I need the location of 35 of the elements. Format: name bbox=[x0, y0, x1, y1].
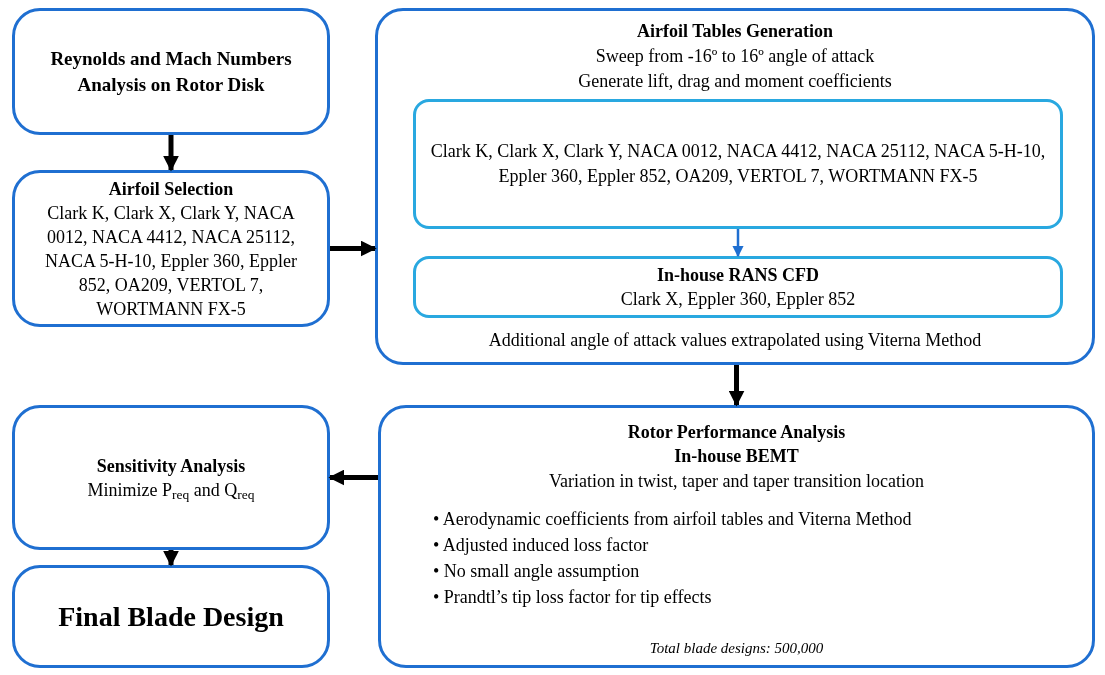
process-box bbox=[12, 8, 330, 135]
box-title: Sensitivity Analysis bbox=[96, 454, 246, 478]
process-box bbox=[12, 565, 330, 668]
bullet-item: • Aerodynamic coefficients from airfoil tables and Viterna Method bbox=[433, 508, 912, 531]
box-title: Airfoil Tables Generation bbox=[637, 20, 833, 43]
box-text: Clark X, Eppler 360, Eppler 852 bbox=[619, 288, 857, 311]
box-title: Rotor Performance Analysis bbox=[627, 421, 846, 444]
box-text: Additional angle of attack values extrapolated using Viterna Method bbox=[487, 329, 983, 352]
box-title: Final Blade Design bbox=[58, 599, 284, 634]
process-box bbox=[378, 405, 1095, 668]
airfoil-list: Clark K, Clark X, Clark Y, NACA 0012, NACA 4412, NACA 25112, NACA 5-H-10, Eppler 360, Eppler 852, OA209, VERTOL 7, WORTMANN FX-5 bbox=[416, 139, 1060, 189]
box-text: Clark K, Clark X, Clark Y, NACA 0012, NACA 4412, NACA 25112, NACA 5-H-10, Eppler 360, Eppler 852, OA209, VERTOL 7, WORTMANN FX-5 bbox=[44, 201, 298, 321]
inner-process-box bbox=[413, 256, 1063, 318]
inner-process-box bbox=[413, 99, 1063, 229]
arrow bbox=[163, 135, 179, 172]
arrow bbox=[328, 469, 378, 486]
bullet-item: • Adjusted induced loss factor bbox=[433, 534, 650, 557]
footnote: Total blade designs: 500,000 bbox=[648, 638, 825, 658]
box-text: Minimize P$_{req}$ and Q$_{req}$ bbox=[86, 478, 256, 502]
bullet-item: • No small angle assumption bbox=[433, 560, 641, 583]
box-title: In-house BEMT bbox=[674, 445, 799, 468]
box-text: Sweep from -16º to 16º angle of attack bbox=[595, 45, 875, 68]
box-title: Airfoil Selection bbox=[108, 177, 234, 201]
box-title: Reynolds and Mach Numbers Analysis on Rotor Disk bbox=[49, 46, 293, 97]
arrow bbox=[728, 365, 745, 407]
arrow bbox=[163, 550, 179, 567]
box-title: In-house RANS CFD bbox=[657, 264, 819, 287]
process-box bbox=[375, 8, 1095, 365]
process-box bbox=[12, 170, 330, 327]
bullet-item: • Prandtl’s tip loss factor for tip effects bbox=[433, 586, 713, 609]
box-text: Variation in twist, taper and taper transition location bbox=[549, 470, 924, 493]
process-box bbox=[12, 405, 330, 550]
arrow bbox=[732, 229, 744, 258]
box-text: Generate lift, drag and moment coefficients bbox=[578, 70, 892, 93]
arrow bbox=[330, 240, 377, 257]
